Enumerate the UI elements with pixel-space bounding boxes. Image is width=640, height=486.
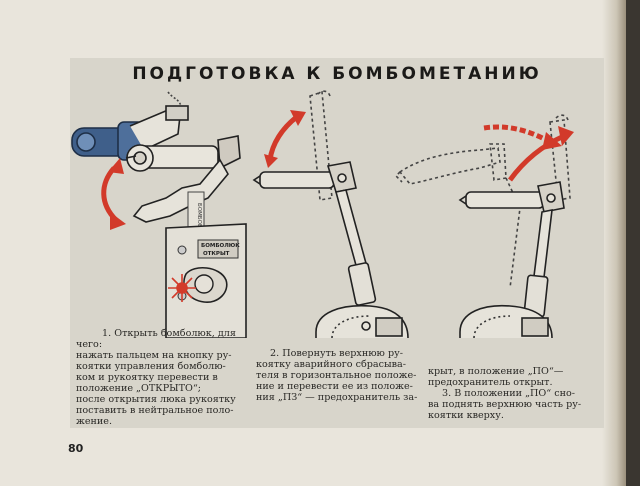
step-3-line: ва поднять верхнюю часть ру-	[428, 399, 582, 410]
illustration-svg: БОМБОБОЙ БОМБОЛЮК ОТКРЫТ	[71, 90, 574, 338]
page-title: ПОДГОТОВКА К БОМБОМЕТАНИЮ	[132, 64, 542, 84]
panel-label-line2: ОТКРЫТ	[203, 251, 230, 257]
step-1-line: поставить в нейтральное поло-	[76, 405, 234, 416]
page-gutter-shadow	[602, 0, 626, 486]
step-1-caption: 1. Открыть бомболюк, для чего: нажать па…	[76, 328, 242, 427]
step-3-line: коятки кверху.	[428, 410, 504, 421]
step-3-line: крыт, в положение „ПО“—	[428, 366, 564, 377]
step-1-line: после открытия люка рукоятку	[76, 394, 236, 405]
step-2-line: коятку аварийного сбрасыва-	[256, 359, 406, 370]
handle-tag-label: БОМБОБОЙ	[196, 203, 203, 236]
panel-label-line1: БОМБОЛЮК	[201, 243, 240, 249]
page-number: 80	[68, 442, 84, 455]
step-1-line: коятки управления бомболю-	[76, 361, 226, 372]
step-1-line: нажать пальцем на кнопку ру-	[76, 350, 232, 361]
step-3-line: предохранитель открыт.	[428, 377, 553, 388]
indicator-panel	[165, 223, 247, 338]
indicator-light-icon	[168, 274, 196, 302]
step-2-line: ния „ПЗ“ — предохранитель за-	[256, 392, 418, 403]
step-1-heading-cont: чего:	[76, 339, 103, 350]
step-1-line: ком и рукоятку перевести в	[76, 372, 218, 383]
step-1-line: положение „ОТКРЫТО“;	[76, 383, 202, 394]
step-2-caption: 2. Повернуть верхнюю ру- коятку аварийно…	[256, 348, 422, 403]
step-2-line: ние и перевести ее из положе-	[256, 381, 413, 392]
step-1-line: жение.	[76, 416, 113, 427]
emergency-release-lever-illustration	[252, 90, 409, 338]
step-1-heading: 1. Открыть бомболюк, для	[102, 328, 236, 339]
step-3-caption: крыт, в положение „ПО“— предохранитель о…	[428, 366, 594, 421]
step-3-line: 3. В положении „ПО“ сно-	[442, 388, 576, 399]
step-2-line: теля в горизонтальное положе-	[256, 370, 417, 381]
bomb-bay-handle-illustration	[71, 91, 241, 233]
lever-raised-illustration	[394, 114, 574, 338]
step-2-line: 2. Повернуть верхнюю ру-	[270, 348, 403, 359]
